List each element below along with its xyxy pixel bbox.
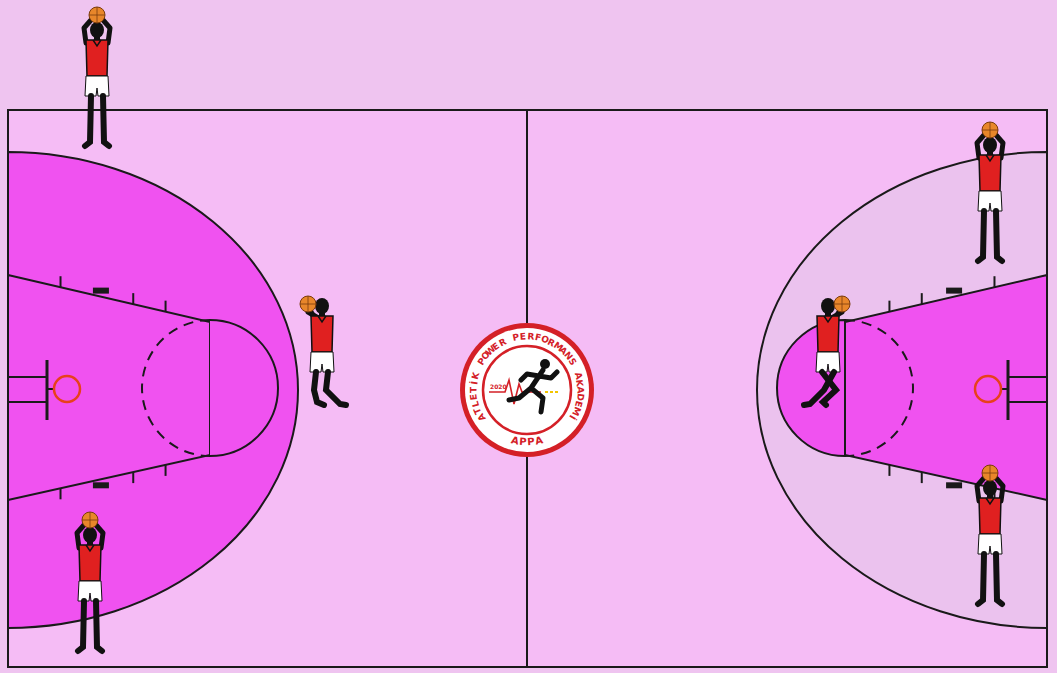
lane-tick — [921, 293, 923, 304]
basketball — [82, 512, 98, 528]
basketball — [982, 465, 998, 481]
three-point-area — [757, 152, 1047, 628]
lane-tick — [165, 301, 167, 312]
hoop — [975, 376, 1001, 402]
lane-marks — [61, 276, 995, 499]
lane-tick — [888, 465, 890, 476]
lane-tick — [132, 472, 134, 483]
key — [845, 275, 1047, 500]
logo-year: 2020 — [490, 384, 507, 390]
shooting-player — [804, 296, 850, 405]
logo-badge: ATLETİK POWER PERFORMANS AKADEMİ2020APPA — [459, 322, 595, 458]
shooting-player — [300, 296, 346, 405]
shooting-player — [84, 7, 110, 146]
hoop — [54, 376, 80, 402]
basket-support — [8, 376, 47, 378]
basket-support — [8, 401, 47, 403]
basket-support — [1008, 401, 1047, 403]
free-throw-circle-dashed — [142, 320, 210, 456]
block-mark — [946, 482, 962, 488]
shooting-player — [977, 122, 1003, 261]
block-mark — [946, 288, 962, 294]
block-mark — [93, 482, 109, 488]
players — [77, 7, 1003, 651]
lane-tick — [60, 488, 62, 499]
block-mark — [93, 288, 109, 294]
three-point-area — [8, 152, 298, 628]
shooting-player — [77, 512, 103, 651]
lane-tick — [60, 276, 62, 287]
basketball — [982, 122, 998, 138]
lane-tick — [132, 293, 134, 304]
logo-acronym: APPA — [459, 322, 595, 458]
lane-tick — [921, 472, 923, 483]
lane-tick — [165, 465, 167, 476]
basketball — [300, 296, 316, 312]
key — [8, 275, 210, 500]
basketball — [834, 296, 850, 312]
basketball — [89, 7, 105, 23]
shooting-player — [977, 465, 1003, 604]
lane-tick — [993, 276, 995, 287]
basket-support — [1008, 376, 1047, 378]
free-throw-circle-dashed — [845, 320, 913, 456]
free-throw-circle — [210, 320, 278, 456]
lane-tick — [888, 301, 890, 312]
court-floor — [8, 110, 1047, 667]
